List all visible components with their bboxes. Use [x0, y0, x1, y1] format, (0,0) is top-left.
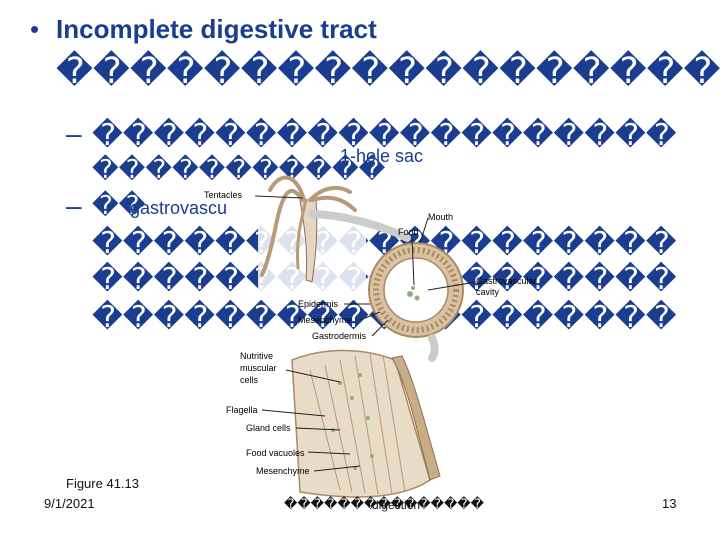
footer-center-text: ��������������� — [284, 496, 484, 511]
text-line-2b: ����������� — [92, 154, 386, 184]
footer-date: 9/1/2021 — [44, 496, 95, 511]
hole-sac-text: 1-hole sac — [340, 146, 424, 166]
label-tentacles: Tentacles — [204, 190, 243, 200]
tissue-detail-illustration — [291, 349, 441, 498]
footer-center-overlay: digestion — [372, 498, 421, 512]
label-flagella: Flagella — [226, 405, 258, 415]
gastrovascular-text: gastrovascu — [130, 198, 228, 218]
label-gastrodermis: Gastrodermis — [312, 331, 367, 341]
text-line-1: ������������������� — [56, 50, 720, 91]
text-line-2: ������������������� — [92, 119, 677, 152]
label-gastrovascular-cavity-2: cavity — [476, 287, 500, 297]
label-nutritive-3: cells — [240, 375, 259, 385]
leader-lines — [254, 195, 477, 472]
title-bullet: • — [30, 14, 40, 44]
text-line-3: �� — [92, 190, 146, 220]
label-nutritive-2: muscular — [240, 363, 277, 373]
label-gastrovascular-cavity-1: Gastrovascular — [476, 276, 537, 286]
label-mesenchyme-bottom: Mesenchyme — [256, 466, 310, 476]
label-epidermis: Epidermis — [298, 299, 339, 309]
dash-bullet-1: – — [66, 118, 82, 149]
figure-caption: Figure 41.13 — [66, 476, 139, 491]
hydra-illustration — [258, 175, 366, 300]
label-gland-cells: Gland cells — [246, 423, 291, 433]
dash-bullet-2: – — [66, 190, 82, 221]
footer-page-number: 13 — [662, 496, 677, 511]
label-food-vacuoles: Food vacuoles — [246, 448, 305, 458]
slide-title: Incomplete digestive tract — [56, 14, 377, 44]
label-mesenchyme-top: Mesenchyme — [298, 315, 352, 325]
label-nutritive-1: Nutritive — [240, 351, 273, 361]
connector-arrows — [308, 210, 439, 362]
cross-section-illustration — [368, 242, 464, 338]
label-food: Food — [398, 227, 419, 237]
label-mouth: Mouth — [428, 212, 453, 222]
